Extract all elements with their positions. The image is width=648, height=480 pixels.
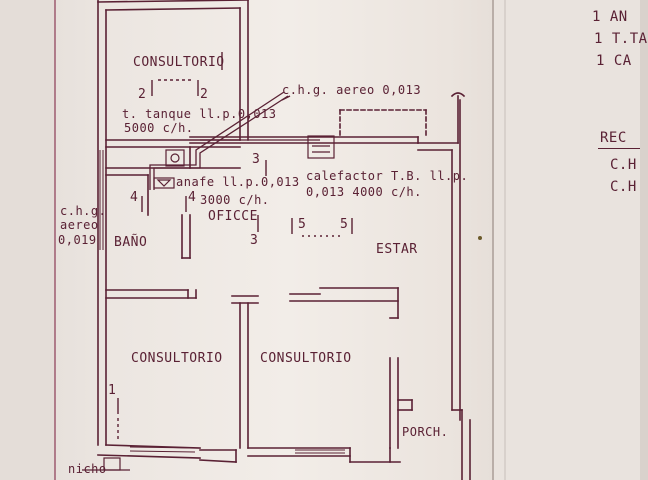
section-mark-4b: 4 — [188, 190, 197, 205]
anafe-icon — [153, 177, 175, 189]
annotation-anafe-1: anafe ll.p.0,013 — [176, 175, 300, 189]
section-mark-2a: 2 — [138, 87, 147, 102]
annotation-tanque-2: 5000 c/h. — [124, 121, 194, 135]
right-page-line-3: 1 CA — [596, 53, 632, 69]
room-label-consultorio-top: CONSULTORIO — [133, 55, 225, 70]
right-page-row-2: C.H — [610, 179, 637, 195]
annotation-chg-aereo-top: c.h.g. aereo 0,013 — [282, 83, 422, 97]
gas-pipe — [149, 91, 320, 190]
label-nicho: nicho — [68, 462, 107, 476]
right-page-row-1: C.H — [610, 157, 637, 173]
right-page-heading-rule — [598, 148, 640, 149]
annotation-anafe-2: 3000 c/h. — [200, 193, 270, 207]
section-mark-5b: 5 — [340, 217, 349, 232]
room-label-office: OFICCE — [208, 209, 258, 224]
section-mark-1: 1 — [108, 383, 117, 398]
right-page-heading: REC — [600, 130, 627, 146]
pencil-dot — [478, 236, 482, 240]
right-page-line-2: 1 T.TA — [594, 31, 648, 47]
room-label-bano: BAÑO — [114, 235, 148, 250]
section-mark-3a: 3 — [252, 152, 261, 167]
annotation-chg-left-3: 0,019 — [58, 233, 97, 247]
annotation-chg-left-1: c.h.g. — [60, 204, 107, 218]
room-label-porch: PORCH. — [402, 425, 449, 439]
right-page-line-1: 1 AN — [592, 9, 628, 25]
annotation-chg-left-2: aereo — [60, 218, 99, 232]
room-label-estar: ESTAR — [376, 242, 418, 257]
annotation-tanque-1: t. tanque ll.p.0,013 — [122, 107, 277, 121]
annotation-calefactor-1: calefactor T.B. ll.p. — [306, 169, 469, 183]
room-label-consultorio-bottom-left: CONSULTORIO — [131, 351, 223, 366]
calefactor-icon — [307, 135, 335, 159]
annotation-calefactor-2: 0,013 4000 c/h. — [306, 185, 422, 199]
section-mark-4a: 4 — [130, 190, 139, 205]
section-mark-5a: 5 — [298, 217, 307, 232]
section-mark-2b: 2 — [200, 87, 209, 102]
room-label-consultorio-bottom-middle: CONSULTORIO — [260, 351, 352, 366]
section-mark-3b: 3 — [250, 233, 259, 248]
tanque-icon — [165, 149, 185, 167]
